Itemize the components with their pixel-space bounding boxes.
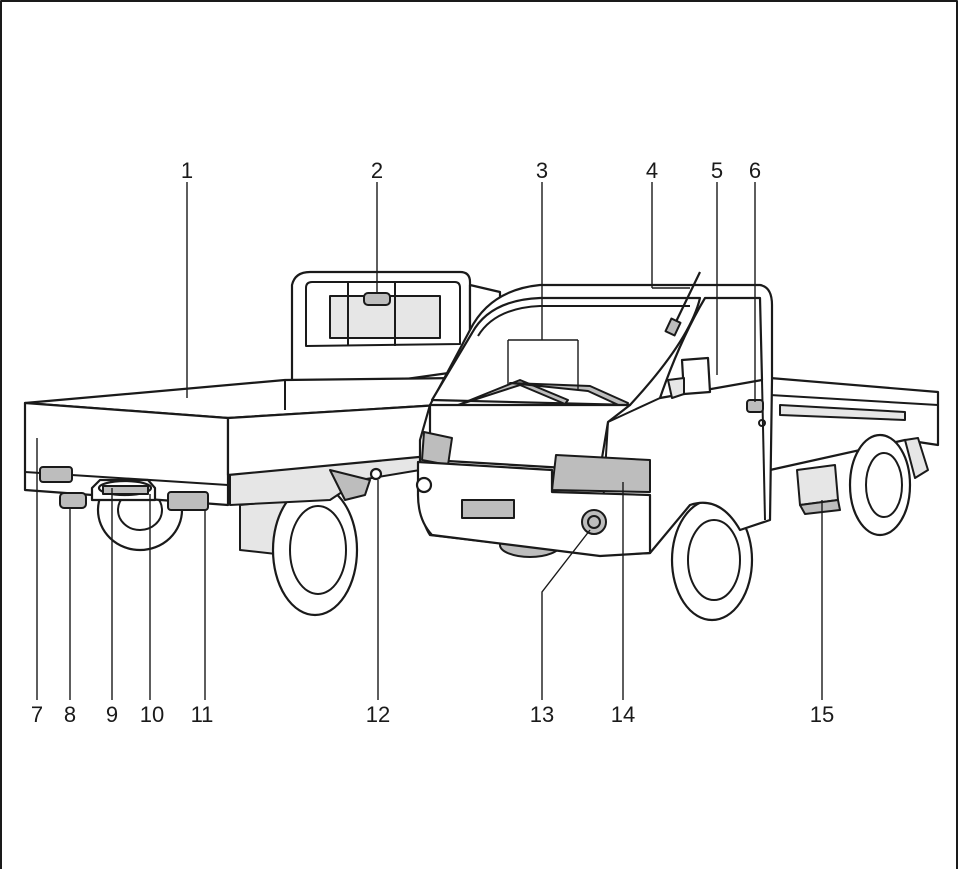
right-rear-combination-lamp: [167, 491, 209, 511]
windshield-inner: [477, 305, 690, 337]
callout-labels: 1 2 3 4 5 6 7 8 9 10 11 12 13 14 15: [31, 158, 834, 727]
rear-reflector: [59, 492, 87, 509]
front-bed-edge: [769, 394, 939, 406]
callout-13: 13: [530, 702, 554, 727]
rear-mudguard: [904, 437, 929, 479]
leader-3-bracket: [507, 339, 579, 389]
callout-3: 3: [536, 158, 548, 183]
leader-13: [541, 529, 591, 700]
callout-5: 5: [711, 158, 723, 183]
battery-box: [796, 464, 839, 506]
callout-9: 9: [106, 702, 118, 727]
callout-4: 4: [646, 158, 658, 183]
front-bed-floor-shade: [779, 404, 906, 421]
left-headlamp: [421, 431, 453, 466]
front-license-plate: [461, 499, 515, 519]
license-lamp-lens: [102, 485, 149, 495]
rear-right-wheel: [271, 483, 359, 617]
fuel-tank: [329, 469, 371, 501]
callout-15: 15: [810, 702, 834, 727]
antenna-base: [664, 317, 682, 337]
callout-1: 1: [181, 158, 193, 183]
left-rear-combination-lamp: [39, 466, 73, 483]
callout-7: 7: [31, 702, 43, 727]
rear-right-hub: [289, 505, 347, 595]
callout-14: 14: [611, 702, 635, 727]
door-key-cylinder: [758, 419, 766, 427]
left-fog-lamp: [415, 476, 433, 494]
callout-2: 2: [371, 158, 383, 183]
battery-box-base: [799, 499, 841, 515]
rear-window-glass: [329, 295, 441, 339]
rear-window-frame: [305, 281, 461, 347]
callout-6: 6: [749, 158, 761, 183]
fuel-filler: [369, 467, 383, 481]
tailgate: [23, 401, 230, 507]
wiper-left: [457, 379, 569, 406]
callout-8: 8: [64, 702, 76, 727]
leader-lines: [36, 182, 823, 700]
right-fog-lamp-lens: [587, 515, 601, 529]
right-headlamp: [551, 454, 651, 493]
windshield: [430, 296, 702, 407]
callout-12: 12: [366, 702, 390, 727]
mirror-mount: [667, 377, 685, 399]
front-truck: [415, 271, 940, 622]
callout-11: 11: [191, 702, 214, 727]
side-mirror: [680, 356, 712, 396]
high-mount-stop-lamp: [363, 292, 391, 306]
right-fog-lamp: [581, 509, 607, 535]
front-truck-rear-hub: [865, 452, 903, 518]
front-wheel-hub: [687, 519, 741, 601]
callout-10: 10: [140, 702, 164, 727]
